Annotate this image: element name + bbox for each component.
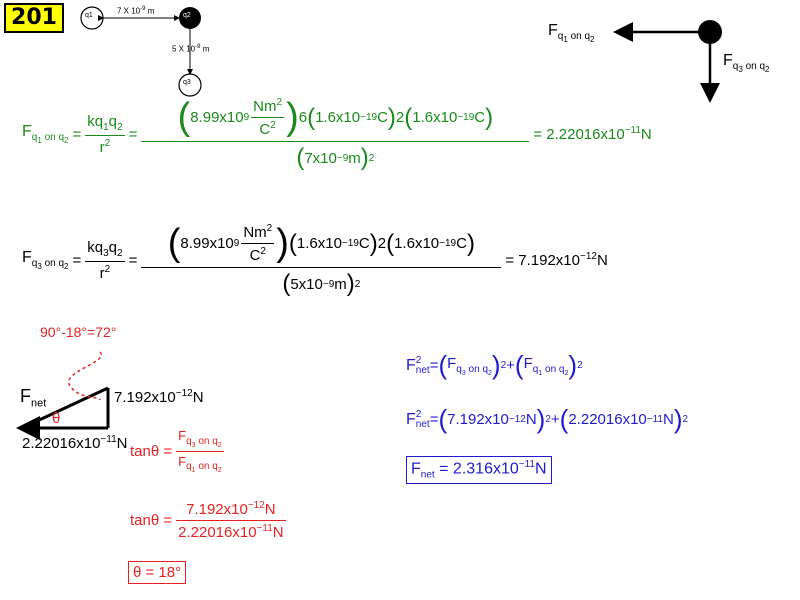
q1-label: q1 xyxy=(85,12,93,19)
theta-label: θ xyxy=(52,410,61,427)
horizontal-force-label: 2.22016x10−11N xyxy=(22,434,128,452)
vertical-force-label: 7.192x10−12N xyxy=(114,388,204,406)
q2-label: q2 xyxy=(183,12,191,19)
tan-ratio-numeric: tanθ = 7.192x10−12N 2.22016x10−11N xyxy=(130,500,286,541)
distance-q2-q3-label: 5 X 10-9 m xyxy=(172,44,210,54)
angle-note: 90°-18°=72° xyxy=(40,324,117,340)
theta-result-box: θ = 18° xyxy=(128,561,187,584)
q3-label: q3 xyxy=(183,79,191,86)
angle-pointer-dashed xyxy=(67,351,103,401)
force-diagram-q2 xyxy=(698,20,722,44)
problem-number-badge: 201 xyxy=(4,3,64,33)
force-q3-on-q2-label: Fq3 on q2 xyxy=(723,52,770,75)
tan-ratio-symbolic: tanθ = Fq3 on q2 Fq1 on q2 xyxy=(130,428,224,475)
net-force-result-box: Fnet = 2.316x10−11N xyxy=(406,456,552,484)
fnet-label: Fnet xyxy=(20,386,47,410)
force-q1-on-q2-label: Fq1 on q2 xyxy=(548,22,595,45)
distance-q1-q2-label: 7 X 10-9 m xyxy=(117,6,155,16)
charge-q2-circle xyxy=(179,7,201,29)
triangle-hypotenuse xyxy=(21,386,109,430)
